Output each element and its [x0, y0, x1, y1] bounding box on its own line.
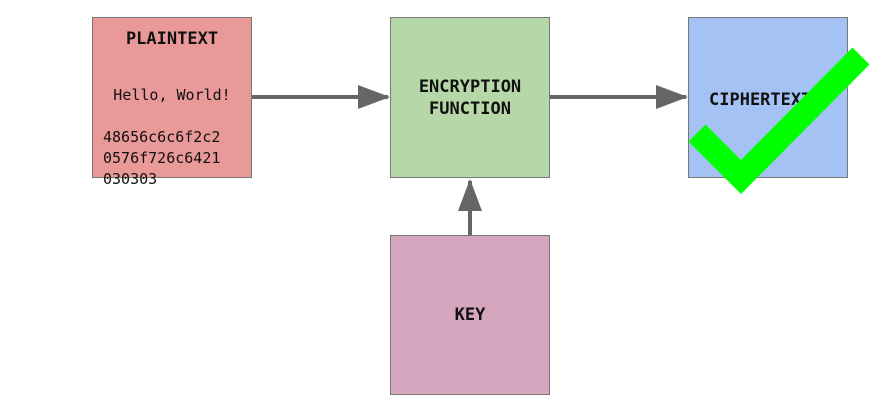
key-title: KEY	[454, 305, 486, 325]
ciphertext-title: CIPHERTEXT	[709, 90, 812, 110]
plaintext-message: Hello, World!	[113, 86, 231, 104]
plaintext-title: PLAINTEXT	[125, 29, 219, 49]
checkmark-icon	[688, 47, 870, 195]
encryption-function-title: ENCRYPTION FUNCTION	[418, 76, 522, 119]
plaintext-hex: 48656c6c6f2c2 0576f726c6421 030303	[103, 128, 221, 188]
key-box: KEY	[390, 235, 550, 395]
encryption-function-box: ENCRYPTION FUNCTION	[390, 17, 550, 178]
plaintext-box: PLAINTEXT Hello, World! 48656c6c6f2c2 05…	[92, 17, 252, 188]
